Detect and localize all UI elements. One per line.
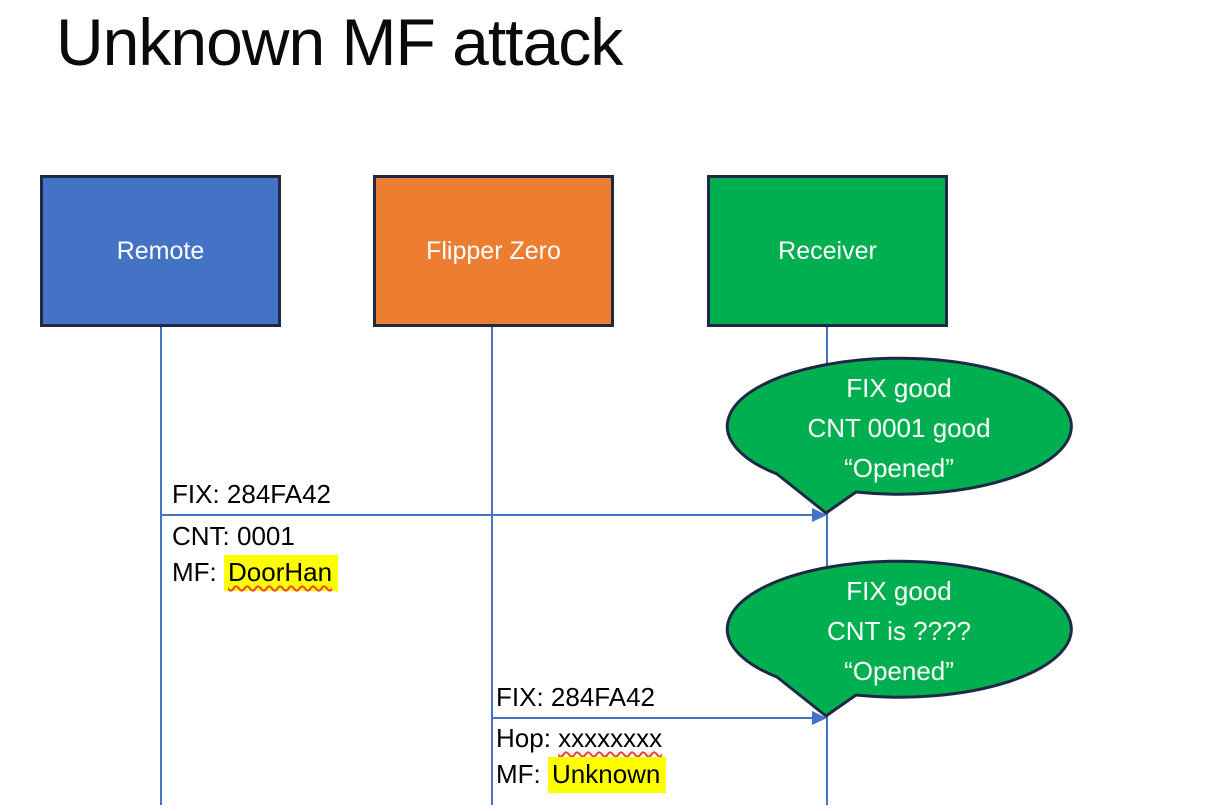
lifeline-flipper-zero [491, 327, 493, 805]
message-2-fix-label: FIX: 284FA42 [496, 682, 655, 712]
actor-label-flipper-zero: Flipper Zero [426, 236, 561, 265]
message-1-fix-label: FIX: 284FA42 [172, 479, 331, 509]
message-2-hop-value: xxxxxxxx [558, 723, 663, 753]
message-1-cnt-label: CNT: 0001 [172, 521, 295, 551]
bubble-1-line-1: FIX good [846, 373, 952, 403]
actor-box-receiver: Receiver [707, 175, 948, 327]
bubble-1-line-3: “Opened” [844, 453, 954, 483]
speech-bubble-1-text: FIX good CNT 0001 good “Opened” [727, 368, 1071, 488]
message-2-mf-label: MF: Unknown [496, 757, 667, 793]
bubble-1-line-2: CNT 0001 good [807, 413, 991, 443]
bubble-2-line-3: “Opened” [844, 656, 954, 686]
bubble-2-line-1: FIX good [846, 576, 952, 606]
actor-box-flipper-zero: Flipper Zero [373, 175, 614, 327]
message-1-mf-label: MF: DoorHan [172, 555, 339, 591]
message-2-mf-prefix: MF: [496, 759, 548, 789]
message-arrow-2-head-icon [812, 711, 827, 725]
lifeline-remote [160, 327, 162, 805]
message-arrow-1-line [161, 514, 813, 516]
slide-title: Unknown MF attack [56, 5, 623, 79]
message-2-mf-value-highlighted: Unknown [548, 757, 667, 793]
actor-box-remote: Remote [40, 175, 281, 327]
message-2-hop-label: Hop: xxxxxxxx [496, 722, 662, 754]
message-1-mf-prefix: MF: [172, 557, 224, 587]
speech-bubble-2-text: FIX good CNT is ???? “Opened” [727, 571, 1071, 691]
message-arrow-1-head-icon [812, 508, 827, 522]
actor-label-receiver: Receiver [778, 236, 877, 265]
actor-label-remote: Remote [116, 236, 205, 265]
message-1-mf-value-highlighted: DoorHan [224, 555, 339, 591]
bubble-2-line-2: CNT is ???? [826, 616, 972, 646]
message-arrow-2-line [492, 717, 813, 719]
message-2-hop-prefix: Hop: [496, 723, 559, 753]
